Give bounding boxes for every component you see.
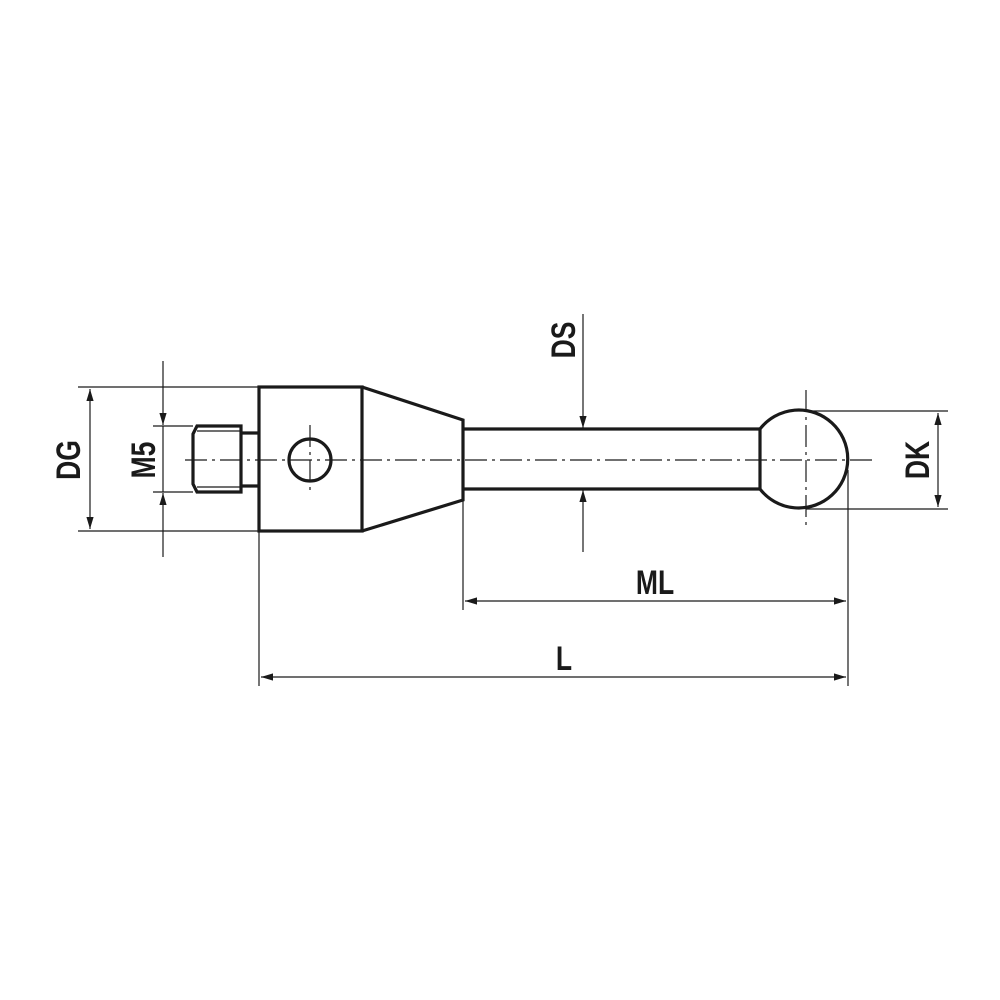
dk-label: DK [899,441,937,479]
neck-outline [241,431,259,488]
ds-label: DS [545,322,583,359]
m5-label: M5 [125,442,163,479]
l-label: L [556,640,572,678]
l-dimension: L [261,640,846,681]
stem-outline [463,427,760,491]
cross-hole [287,437,333,483]
m5-dimension: M5 [125,361,193,557]
thread-outline [191,424,243,494]
dg-dimension: DG [50,386,259,532]
dk-dimension: DK [806,410,948,510]
body-outline [257,385,364,533]
stylus-part [191,385,850,533]
cone-outline [361,385,465,533]
dg-label: DG [50,440,88,480]
ds-dimension: DS [545,314,587,552]
ml-dimension: ML [465,564,846,605]
ball-outline [758,408,850,510]
ml-label: ML [636,564,674,602]
